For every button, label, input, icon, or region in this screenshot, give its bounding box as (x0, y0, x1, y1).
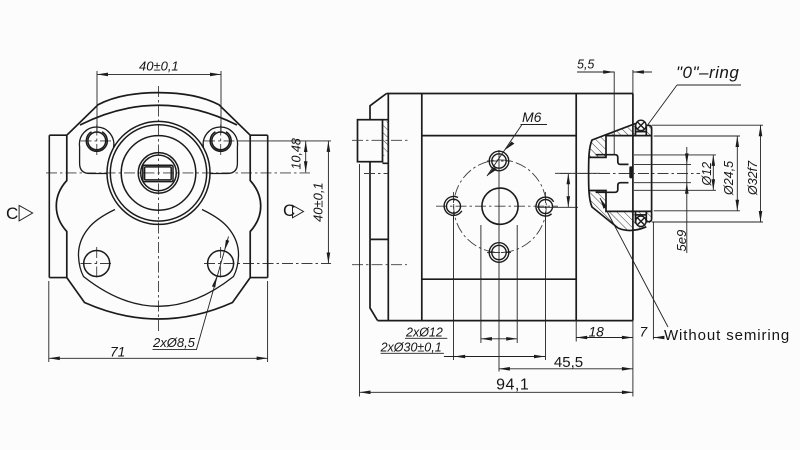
svg-text:C: C (6, 204, 18, 223)
svg-text:Without semiring: Without semiring (664, 327, 790, 344)
svg-text:"0"–ring: "0"–ring (676, 63, 739, 82)
svg-text:5,5: 5,5 (577, 58, 594, 72)
svg-text:Ø12: Ø12 (700, 162, 714, 187)
svg-text:10,48: 10,48 (290, 138, 304, 169)
svg-text:7: 7 (640, 325, 649, 340)
svg-text:40±0,1: 40±0,1 (311, 182, 326, 222)
svg-text:18: 18 (589, 325, 605, 340)
svg-text:5e9: 5e9 (674, 230, 689, 252)
svg-text:71: 71 (110, 345, 125, 360)
svg-text:2xØ30±0,1: 2xØ30±0,1 (380, 341, 442, 355)
svg-text:2xØ12: 2xØ12 (405, 326, 443, 340)
svg-text:M6: M6 (522, 109, 542, 125)
svg-text:45,5: 45,5 (554, 354, 583, 371)
svg-text:Ø24,5: Ø24,5 (722, 161, 736, 196)
svg-text:2xØ8,5: 2xØ8,5 (152, 335, 196, 350)
svg-text:94,1: 94,1 (496, 377, 529, 394)
svg-text:40±0,1: 40±0,1 (139, 59, 179, 74)
svg-text:Ø32f7: Ø32f7 (746, 160, 760, 196)
